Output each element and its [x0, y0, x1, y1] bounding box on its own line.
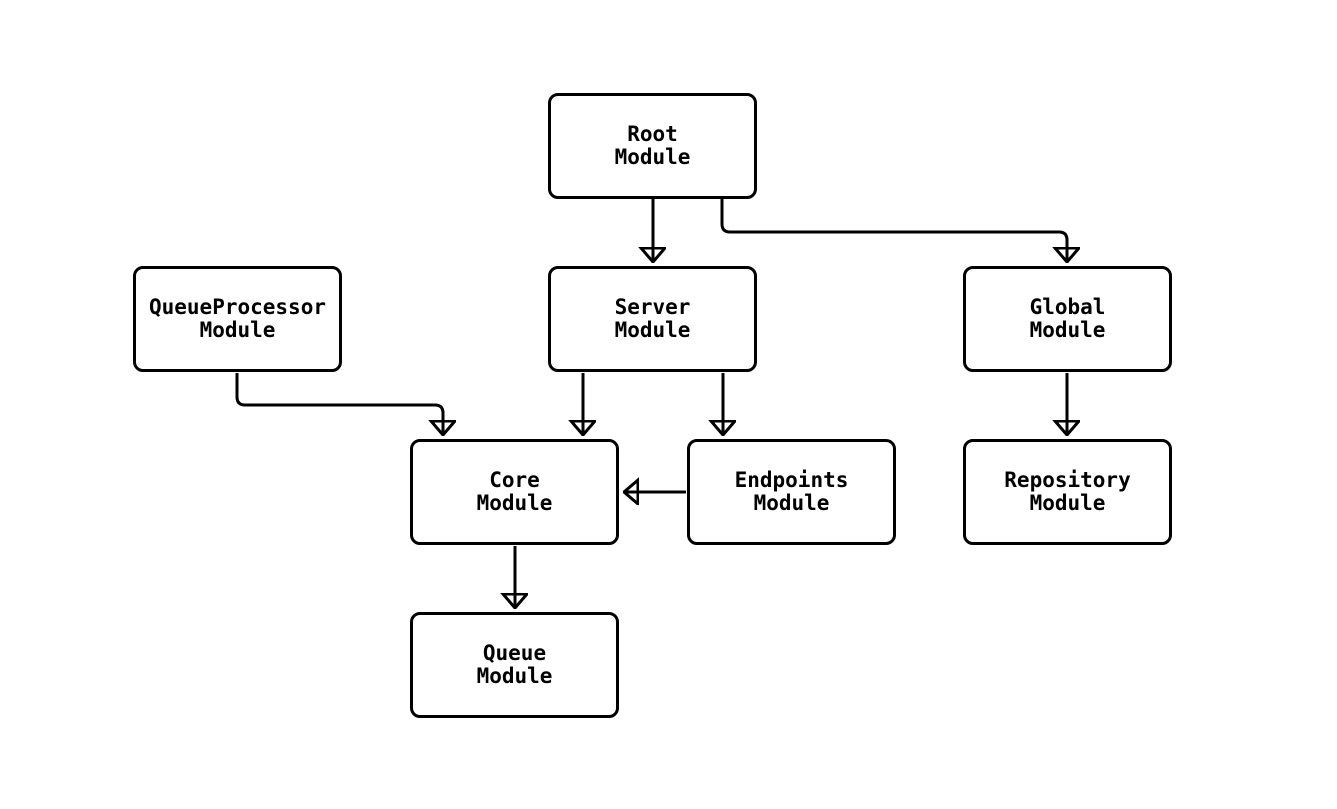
node-server-module: Server Module — [548, 266, 757, 372]
node-repository-module: Repository Module — [963, 439, 1172, 545]
node-repository-module-label: Repository Module — [1004, 468, 1131, 515]
edge-queueprocessor-to-core — [235, 373, 443, 435]
node-global-module: Global Module — [963, 266, 1172, 372]
edge-root-to-global — [720, 199, 1067, 262]
node-global-module-label: Global Module — [1029, 295, 1106, 342]
node-root-module-label: Root Module — [614, 122, 691, 169]
node-queue-module: Queue Module — [410, 612, 619, 718]
node-core-module-label: Core Module — [476, 468, 553, 515]
node-root-module: Root Module — [548, 93, 757, 199]
node-endpoints-module: Endpoints Module — [687, 439, 896, 545]
node-server-module-label: Server Module — [614, 295, 691, 342]
node-core-module: Core Module — [410, 439, 619, 545]
node-queueprocessor-module-label: QueueProcessor Module — [148, 295, 326, 342]
node-queueprocessor-module: QueueProcessor Module — [133, 266, 342, 372]
node-queue-module-label: Queue Module — [476, 641, 553, 688]
node-endpoints-module-label: Endpoints Module — [734, 468, 849, 515]
